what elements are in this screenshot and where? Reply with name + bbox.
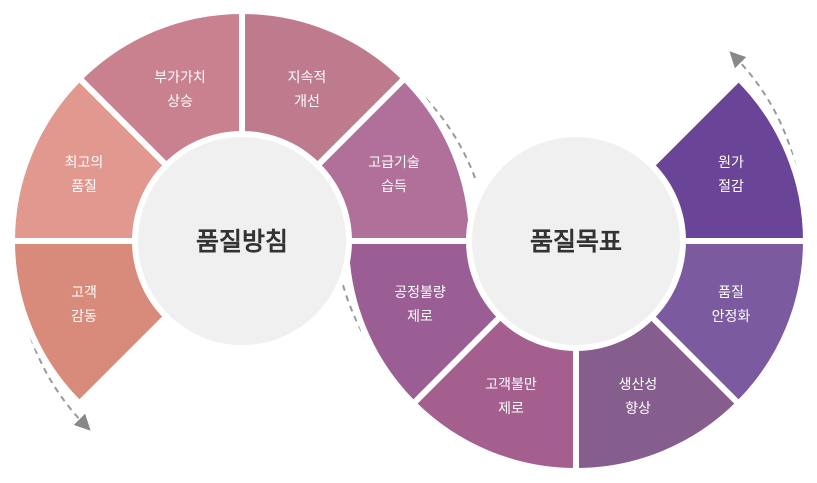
label-productivity: 생산성 <box>619 377 658 393</box>
label-continuous-improvement-2: 개선 <box>294 94 320 110</box>
label-customer-satisfaction: 고객 <box>71 285 97 301</box>
label-zero-defects: 공정불량 <box>394 285 446 301</box>
label-quality-stability-2: 안정화 <box>712 309 751 325</box>
label-zero-defects-2: 제로 <box>407 309 433 325</box>
label-advanced-tech-2: 습득 <box>381 179 407 195</box>
left-hub <box>132 131 352 351</box>
right-hub-title: 품질목표 <box>530 227 622 256</box>
left-hub-title: 품질방침 <box>196 227 288 256</box>
label-zero-complaints-2: 제로 <box>498 401 524 417</box>
label-best-quality-2: 품질 <box>71 179 97 195</box>
label-best-quality: 최고의 <box>65 155 104 171</box>
label-productivity-2: 향상 <box>625 401 651 417</box>
label-continuous-improvement: 지속적 <box>288 70 327 86</box>
label-quality-stability: 품질 <box>718 285 744 301</box>
label-cost-reduction: 원가 <box>718 155 744 171</box>
right-hub <box>466 131 686 351</box>
label-cost-reduction-2: 절감 <box>718 179 744 195</box>
label-advanced-tech: 고급기술 <box>368 155 420 171</box>
label-zero-complaints: 고객불만 <box>485 377 537 393</box>
label-value-added: 부가가치 <box>154 70 206 86</box>
label-value-added-2: 상승 <box>167 94 193 110</box>
label-customer-satisfaction-2: 감동 <box>71 309 97 325</box>
